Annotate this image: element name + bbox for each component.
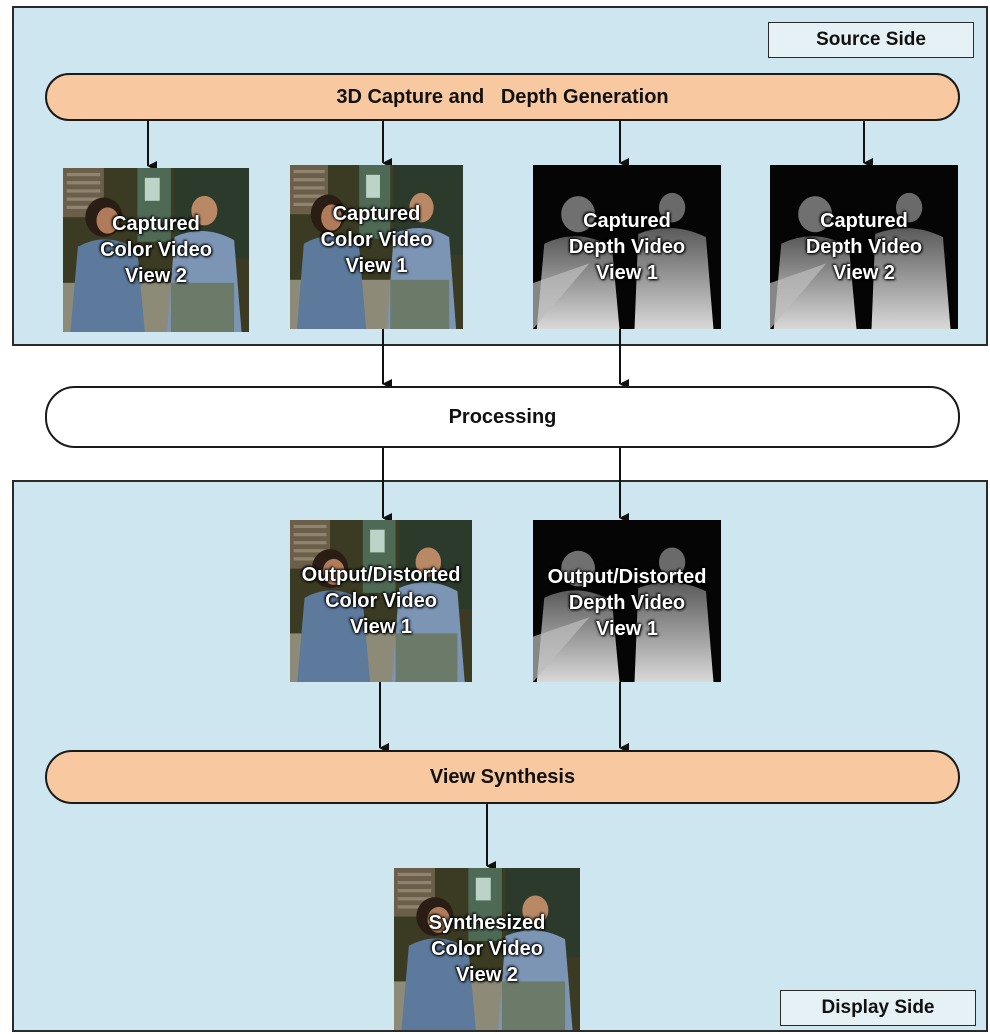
depth-map-image <box>770 165 958 329</box>
caption-line: Depth Video <box>568 236 686 258</box>
captured-color-view-2-thumbnail: Captured Color Video View 2 <box>63 168 249 332</box>
caption-line: View 2 <box>125 265 187 287</box>
caption-line: View 1 <box>350 616 412 638</box>
caption-line: Captured <box>332 203 421 225</box>
caption-line: View 1 <box>596 618 658 640</box>
caption-line: View 1 <box>345 255 408 277</box>
caption-line: View 2 <box>456 964 518 986</box>
caption-line: Color Video <box>431 938 543 960</box>
source-side-label: Source Side <box>768 22 974 58</box>
caption-line: Output/Distorted <box>547 566 707 588</box>
captured-depth-view-1-thumbnail: Captured Depth Video View 1 <box>533 165 721 329</box>
caption-line: View 1 <box>596 262 658 284</box>
processing-stage: Processing <box>45 386 960 448</box>
caption-line: Depth Video <box>805 236 923 258</box>
display-side-label: Display Side <box>780 990 976 1026</box>
color-frame-image <box>394 868 580 1030</box>
color-frame-image <box>290 165 463 329</box>
caption-line: Output/Distorted <box>301 564 461 586</box>
color-frame-image <box>290 520 472 682</box>
captured-depth-view-2-thumbnail: Captured Depth Video View 2 <box>770 165 958 329</box>
depth-map-image <box>533 520 721 682</box>
caption-line: Synthesized <box>428 912 546 934</box>
output-depth-view-1-thumbnail: Output/Distorted Depth Video View 1 <box>533 520 721 682</box>
caption-line: Captured <box>112 213 200 235</box>
output-color-view-1-thumbnail: Output/Distorted Color Video View 1 <box>290 520 472 682</box>
capture-depth-generation-stage: 3D Capture and Depth Generation <box>45 73 960 121</box>
caption-line: Color Video <box>320 229 433 251</box>
caption-line: Captured <box>583 210 671 232</box>
color-frame-image <box>63 168 249 332</box>
caption-line: Color Video <box>325 590 437 612</box>
caption-line: Depth Video <box>568 592 686 614</box>
caption-line: Captured <box>820 210 908 232</box>
view-synthesis-stage: View Synthesis <box>45 750 960 804</box>
caption-line: Color Video <box>100 239 212 261</box>
captured-color-view-1-thumbnail: Captured Color Video View 1 <box>290 165 463 329</box>
depth-map-image <box>533 165 721 329</box>
synthesized-color-view-2-thumbnail: Synthesized Color Video View 2 <box>394 868 580 1030</box>
caption-line: View 2 <box>833 262 895 284</box>
